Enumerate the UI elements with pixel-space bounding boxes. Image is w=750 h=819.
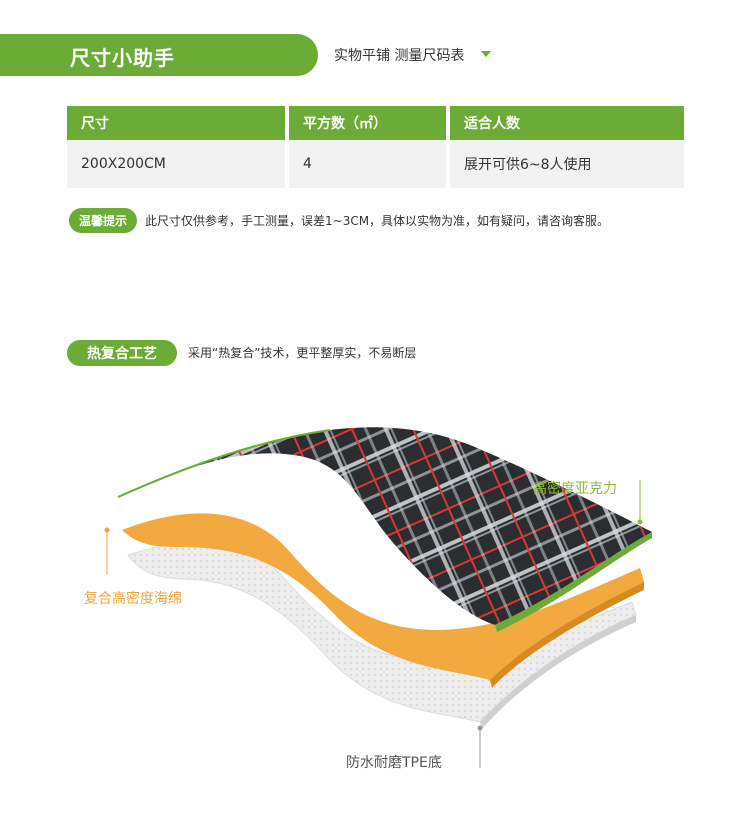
table-header-people: 适合人数 (450, 106, 684, 140)
tip-badge: 温馨提示 (69, 208, 137, 233)
header-banner: 尺寸小助手 (0, 34, 318, 76)
table-header-area: 平方数（㎡） (289, 106, 446, 140)
craft-text: 采用“热复合”技术，更平整厚实，不易断层 (188, 346, 417, 360)
acrylic-layer-edge (495, 532, 652, 632)
tpe-layer-edge (480, 615, 636, 729)
acrylic-layer (118, 427, 652, 625)
tip-text: 此尺寸仅供参考，手工测量，误差1~3CM，具体以实物为准，如有疑问，请咨询客服。 (145, 214, 610, 228)
tpe-label: 防水耐磨TPE底 (346, 755, 442, 771)
acrylic-layer-rim (117, 429, 331, 498)
tpe-callout-dot (477, 725, 483, 731)
acrylic-callout-dot (637, 519, 643, 525)
caret-down-icon[interactable] (481, 51, 491, 57)
sponge-callout-dot (104, 527, 110, 533)
sponge-layer (122, 513, 644, 680)
size-table: 尺寸 平方数（㎡） 适合人数 200X200CM 4 展开可供6~8人使用 (67, 106, 684, 188)
page-title: 尺寸小助手 (70, 46, 175, 70)
table-cell-size: 200X200CM (67, 140, 285, 188)
acrylic-label: 高密度亚克力 (533, 481, 617, 497)
sponge-label: 复合高密度海绵 (84, 591, 182, 607)
table-cell-area: 4 (289, 140, 446, 188)
craft-badge: 热复合工艺 (67, 340, 177, 366)
table-header-size: 尺寸 (67, 106, 285, 140)
sponge-layer-edge (490, 582, 644, 688)
table-cell-people: 展开可供6~8人使用 (450, 140, 684, 188)
header-subtitle: 实物平铺 测量尺码表 (334, 48, 465, 64)
